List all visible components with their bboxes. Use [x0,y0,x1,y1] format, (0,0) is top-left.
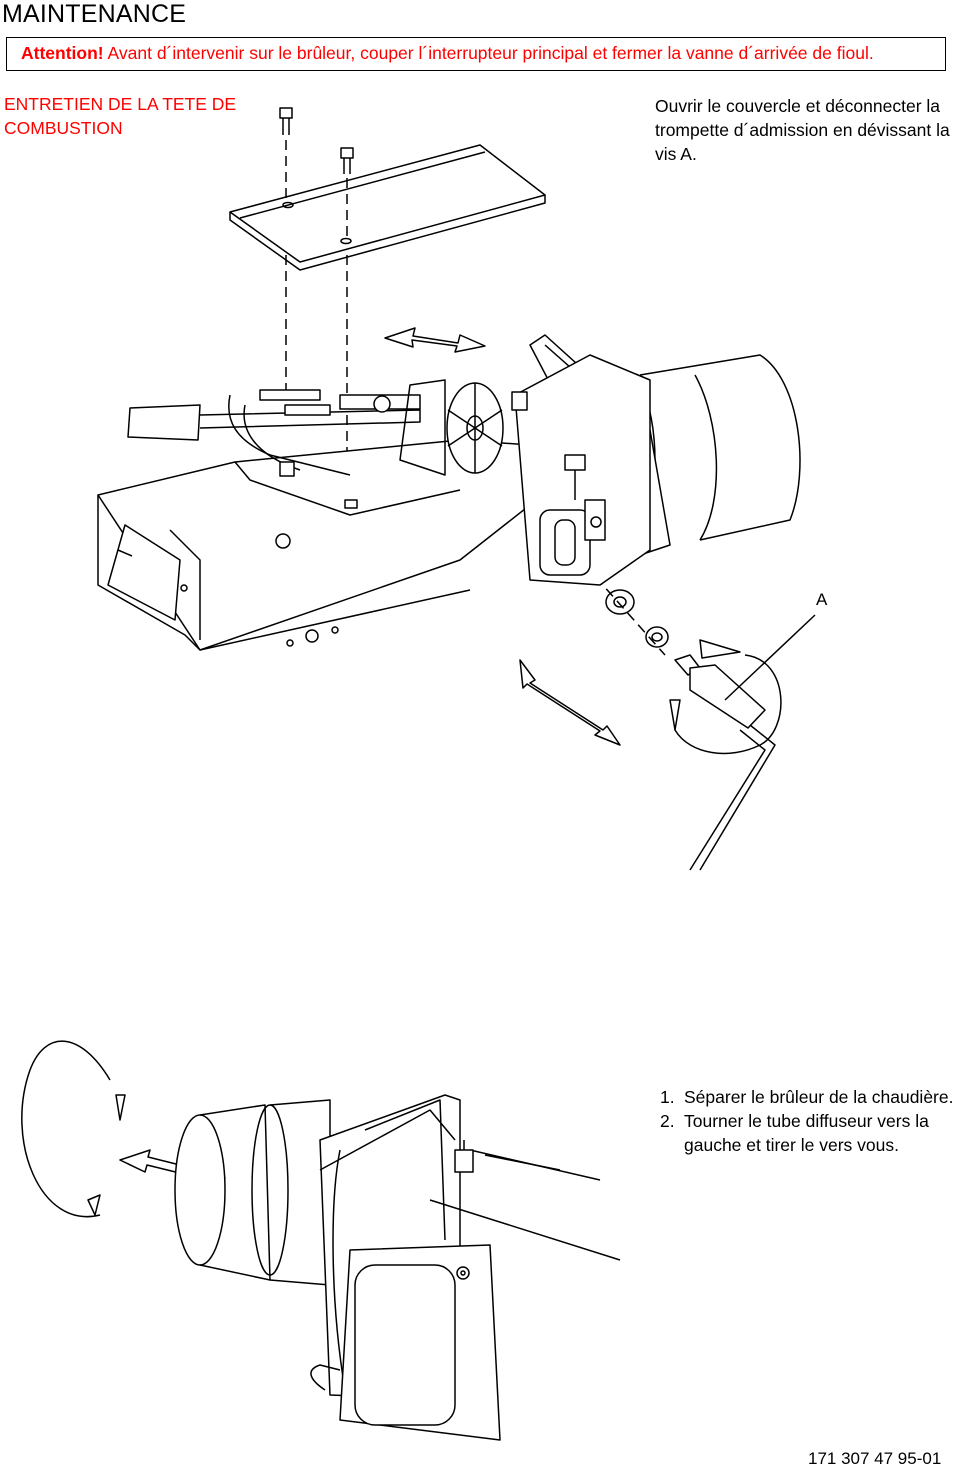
screw-icon [340,147,354,174]
burner-head-illustration [97,107,816,871]
callout-label-a: A [816,590,828,609]
rotation-arrow-icon [669,639,782,755]
stabilizer-disc [399,379,504,476]
burner-housing [319,1094,621,1441]
intro-instruction: Ouvrir le couvercle et déconnecter la tr… [655,96,950,164]
double-arrow-icon [519,659,621,746]
section-heading-line2: COMBUSTION [4,118,123,138]
step-text: Séparer le brûleur de la chaudière. [684,1087,954,1107]
double-arrow-icon [384,327,486,353]
step-item: 1. Séparer le brûleur de la chaudière. [660,1085,960,1109]
electrode-assembly [127,389,421,509]
step-text: Tourner le tube diffuseur vers la gauche… [684,1111,929,1155]
blast-tube [511,334,801,586]
section-heading-line1: ENTRETIEN DE LA TETE DE [4,94,237,114]
step-number: 1. [660,1087,675,1107]
rotation-arrow-icon [21,1040,126,1218]
blast-tube-separation-illustration [21,1040,621,1441]
screw-icon [279,107,293,135]
document-reference: 171 307 47 95-01 [808,1449,942,1468]
warning-box: Attention! Avant d´intervenir sur le brû… [6,37,946,71]
page-title: MAINTENANCE [2,0,187,28]
washer [605,589,669,648]
mounting-flange [310,1109,456,1391]
warning-text: Avant d´intervenir sur le brûleur, coupe… [107,43,874,63]
step-number: 2. [660,1111,675,1131]
step-list: 1. Séparer le brûleur de la chaudière. 2… [660,1085,960,1157]
cover-plate [229,144,546,271]
step-item: 2. Tourner le tube diffuseur vers la gau… [660,1109,960,1157]
section-heading: ENTRETIEN DE LA TETE DE COMBUSTION [4,92,274,140]
blast-tube [174,1099,331,1286]
warning-label: Attention! [21,43,104,63]
hex-key-tool [674,614,816,871]
